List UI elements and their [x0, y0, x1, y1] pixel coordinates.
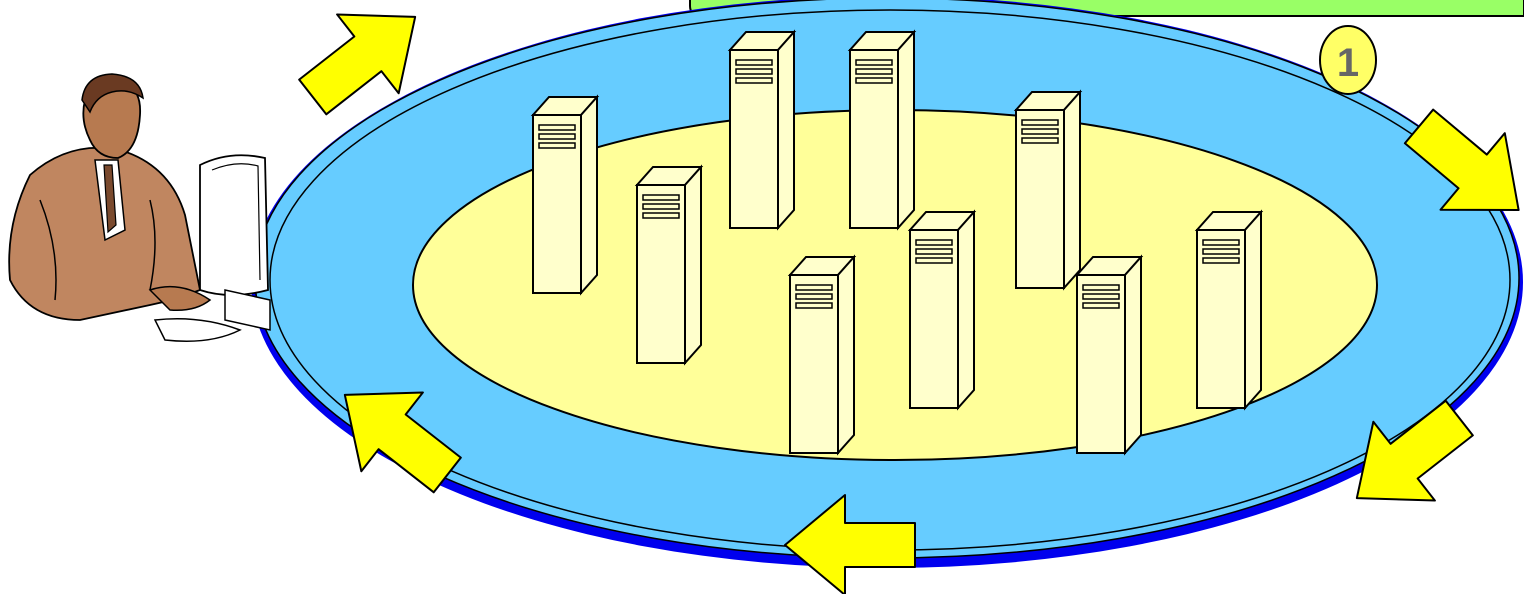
server-tower-icon [849, 31, 915, 229]
server-tower-icon [729, 31, 795, 229]
server-tower-icon [636, 166, 702, 364]
step-badge: 1 [1319, 25, 1377, 95]
step-number: 1 [1337, 41, 1359, 85]
server-tower-icon [1196, 211, 1262, 409]
server-tower-icon [909, 211, 975, 409]
person-at-computer-icon [8, 73, 271, 342]
server-tower-icon [532, 96, 598, 294]
server-tower-icon [789, 256, 855, 454]
server-tower-icon [1076, 256, 1142, 454]
server-tower-icon [1015, 91, 1081, 289]
